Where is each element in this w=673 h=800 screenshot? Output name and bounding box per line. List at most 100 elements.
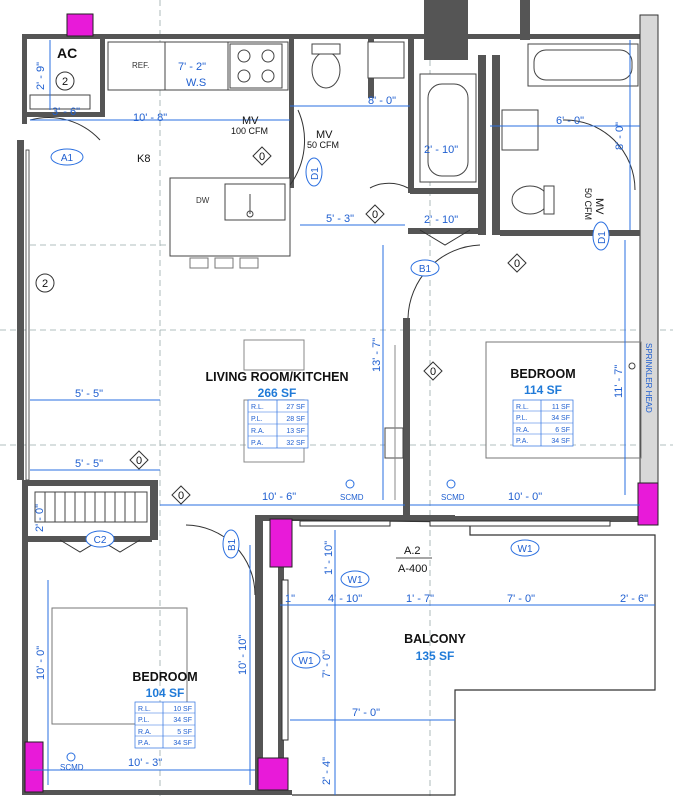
table-cell: R.L.: [251, 404, 264, 411]
table-cell: 34 SF: [551, 415, 570, 422]
room-ac-label: AC: [57, 45, 77, 61]
walls: [17, 0, 659, 796]
dim-balcony-f: 2' - 6": [620, 593, 648, 605]
dim-closet-c2: 2' - 0": [34, 504, 46, 532]
window-tag-w1: W1: [518, 544, 533, 555]
table-cell: P.L.: [251, 416, 263, 423]
door-tag-d1: D1: [310, 167, 321, 180]
balcony-name: BALCONY: [404, 632, 466, 646]
tags: A1 B1 B1 C2 D1 D1 W1 W1 W1 2 2 0 0 0 0 0…: [35, 71, 610, 669]
scmd-label: SCMD: [60, 763, 84, 772]
door-tag-b1: B1: [227, 538, 238, 551]
dim-balcony-b: 1": [285, 593, 295, 605]
balcony-area: 135 SF: [416, 649, 455, 663]
mv3-cfm: 50 CFM: [583, 188, 593, 220]
windows: [281, 520, 611, 741]
window-tag-w1: W1: [299, 656, 314, 667]
dim-bedroom-right-height: 11' - 7": [613, 365, 625, 398]
area-table-bedroom-right: R.L. 11 SF P.L. 34 SF R.A. 6 SF P.A. 34 …: [512, 399, 574, 447]
dim-bedroom-right-width: 10' - 0": [508, 491, 542, 503]
dim-balcony-e: 7' - 0": [507, 593, 535, 605]
dim-closet-width: 2' - 10": [424, 144, 458, 156]
refrigerator-label: REF.: [132, 61, 149, 70]
dim-balcony-height: 7' - 0": [321, 650, 333, 678]
bedroom-right-name: BEDROOM: [510, 367, 575, 381]
dim-living-width: 10' - 6": [262, 491, 296, 503]
area-table-living: R.L. 27 SF P.L. 28 SF R.A. 13 SF P.A. 32…: [247, 399, 309, 449]
mv3-label: MV: [593, 198, 605, 215]
table-cell: 34 SF: [551, 438, 570, 445]
table-cell: P.L.: [138, 717, 150, 724]
table-cell: P.A.: [516, 438, 528, 445]
kitchen-island: [169, 177, 291, 257]
table-cell: 13 SF: [286, 428, 305, 435]
dimension-lines: [30, 40, 655, 795]
dim-left-2: 5' - 5": [75, 458, 103, 470]
dim-balcony-bottom: 7' - 0": [352, 707, 380, 719]
structural-columns: [24, 13, 659, 793]
zero-tag: 0: [259, 151, 265, 163]
dim-entry-width: 5' - 3": [326, 213, 354, 225]
table-cell: 6 SF: [555, 427, 570, 434]
washer-label: W.S: [186, 77, 206, 89]
zero-tag: 0: [514, 258, 520, 270]
mv1-label: MV: [242, 115, 259, 127]
dim-closet-width-2: 2' - 10": [424, 214, 458, 226]
dim-kitchen-width: 10' - 8": [133, 112, 167, 124]
mv2-cfm: 50 CFM: [307, 140, 339, 150]
table-cell: 34 SF: [173, 717, 192, 724]
dim-ac-height: 2' - 9": [35, 62, 47, 90]
table-cell: 11 SF: [552, 404, 570, 411]
column: [66, 13, 94, 37]
dim-balcony-small: 2' - 4": [321, 757, 333, 785]
stove: [229, 43, 283, 89]
dim-ws-width: 7' - 2": [178, 61, 206, 73]
fixtures: [29, 41, 642, 725]
window-tag-w1: W1: [348, 575, 363, 586]
bedroom-right-area: 114 SF: [524, 383, 562, 397]
area-table-bedroom-left: R.L. 10 SF P.L. 34 SF R.A. 5 SF P.A. 34 …: [134, 701, 196, 749]
mv1-cfm: 100 CFM: [231, 126, 268, 136]
dim-bedroom-left-height: 10' - 0": [35, 646, 47, 680]
bedroom-left-area: 104 SF: [146, 686, 185, 700]
smoke-detectors: [66, 362, 636, 762]
dimension-texts: 2' - 9" 3' - 6" 10' - 8" 7' - 2" 8' - 0"…: [34, 61, 648, 785]
room-labels: AC K8 LIVING ROOM/KITCHEN 266 SF BEDROOM…: [57, 45, 576, 700]
living-room-area: 266 SF: [258, 386, 297, 400]
zero-tag: 0: [178, 490, 184, 502]
dim-bath2-width: 6' - 0": [556, 115, 584, 127]
dim-left-1: 5' - 5": [75, 388, 103, 400]
section-number: A.2: [404, 545, 421, 557]
table-cell: P.A.: [251, 440, 263, 447]
number-tag: 2: [42, 278, 48, 290]
table-cell: 28 SF: [286, 416, 305, 423]
table-cell: 32 SF: [286, 440, 305, 447]
door-tag-c2: C2: [94, 535, 107, 546]
door-tag-a1: A1: [61, 153, 74, 164]
table-cell: R.L.: [516, 404, 529, 411]
dim-balcony-d: 1' - 7": [406, 593, 434, 605]
sprinkler-label: SPRINKLER HEAD: [644, 343, 653, 413]
zero-tag: 0: [136, 455, 142, 467]
dishwasher-label: DW: [196, 196, 210, 205]
number-tag: 2: [62, 76, 68, 88]
table-cell: 10 SF: [173, 706, 192, 713]
table-cell: R.L.: [138, 706, 151, 713]
table-cell: 27 SF: [286, 404, 305, 411]
bedroom-left-name: BEDROOM: [132, 670, 197, 684]
table-cell: 34 SF: [173, 740, 192, 747]
scmd-label: SCMD: [441, 493, 465, 502]
door-tag-d1: D1: [597, 231, 608, 244]
dim-balcony-c: 4' - 10": [328, 593, 362, 605]
table-cell: P.A.: [138, 740, 150, 747]
column: [257, 757, 289, 791]
table-cell: R.A.: [138, 729, 152, 736]
table-cell: 5 SF: [177, 729, 192, 736]
section-sheet: A-400: [398, 563, 427, 575]
dim-living-height: 13' - 7": [371, 338, 383, 372]
column: [269, 518, 293, 568]
door-tag-b1: B1: [419, 264, 432, 275]
column: [637, 482, 659, 526]
dim-ac-width: 3' - 6": [52, 106, 80, 118]
